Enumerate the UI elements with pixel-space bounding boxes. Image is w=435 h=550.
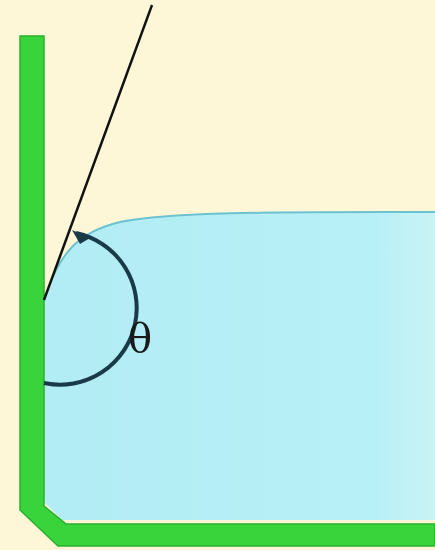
angle-arc xyxy=(43,231,139,387)
angle-arrowhead xyxy=(72,230,90,244)
container-wall xyxy=(19,35,435,547)
liquid-surface xyxy=(43,211,435,301)
angle-label-theta: θ xyxy=(128,316,152,362)
liquid-body xyxy=(44,212,435,520)
tangent-line xyxy=(42,4,154,301)
